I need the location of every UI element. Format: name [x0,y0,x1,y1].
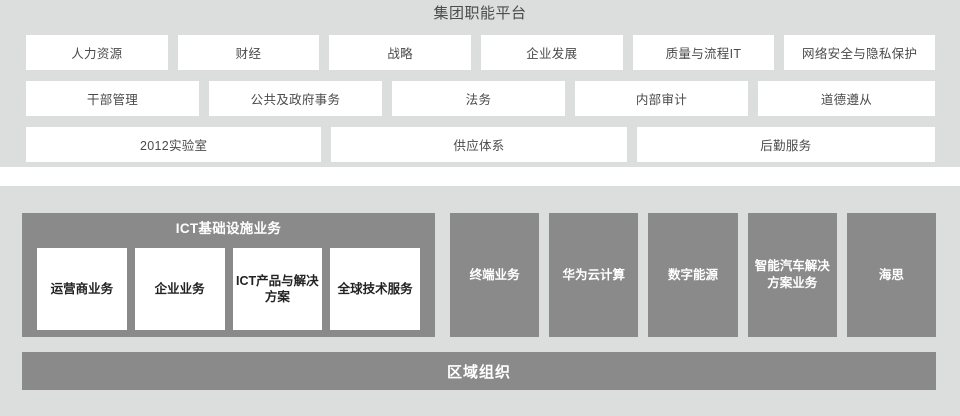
ict-child-global-technical-service[interactable]: 全球技术服务 [330,248,420,330]
business-unit-row: 终端业务 华为云计算 数字能源 智能汽车解决方案业务 海思 [450,213,937,337]
business-unit-hisilicon[interactable]: 海思 [846,213,937,337]
function-box-corporate-development[interactable]: 企业发展 [480,35,623,70]
function-box-legal[interactable]: 法务 [391,81,565,116]
function-box-cyber-security-privacy[interactable]: 网络安全与隐私保护 [784,35,936,70]
function-box-strategy[interactable]: 战略 [329,35,471,70]
business-unit-digital-power[interactable]: 数字能源 [648,213,738,337]
functional-row-1: 人力资源 财经 战略 企业发展 质量与流程IT 网络安全与隐私保护 [26,35,936,70]
ict-child-enterprise-business[interactable]: 企业业务 [134,248,225,330]
functional-row-2: 干部管理 公共及政府事务 法务 内部审计 道德遵从 [26,81,935,116]
function-box-supply-chain[interactable]: 供应体系 [331,127,627,162]
panel-separator [0,167,960,186]
ict-infrastructure-group-title: ICT基础设施业务 [175,221,282,236]
business-unit-huawei-cloud[interactable]: 华为云计算 [549,213,639,337]
ict-infrastructure-group[interactable]: ICT基础设施业务 运营商业务 企业业务 ICT产品与解决方案 全球技术服务 [22,213,435,337]
function-box-cadre-management[interactable]: 干部管理 [26,81,199,116]
function-box-hr[interactable]: 人力资源 [26,35,168,70]
function-box-public-government-affairs[interactable]: 公共及政府事务 [208,81,382,116]
function-box-logistics-services[interactable]: 后勤服务 [636,127,936,162]
regional-organization-bar[interactable]: 区域组织 [22,352,936,390]
function-box-finance[interactable]: 财经 [177,35,320,70]
group-functional-platform-panel: 集团职能平台 人力资源 财经 战略 企业发展 质量与流程IT 网络安全与隐私保护… [0,0,960,167]
function-box-2012-laboratories[interactable]: 2012实验室 [26,127,322,162]
function-box-internal-audit[interactable]: 内部审计 [574,81,748,116]
functional-row-3: 2012实验室 供应体系 后勤服务 [26,127,936,162]
function-box-quality-process-it[interactable]: 质量与流程IT [632,35,775,70]
business-groups-panel: ICT基础设施业务 运营商业务 企业业务 ICT产品与解决方案 全球技术服务 终… [0,186,960,416]
function-box-ethics-compliance[interactable]: 道德遵从 [757,81,935,116]
ict-infrastructure-children: 运营商业务 企业业务 ICT产品与解决方案 全球技术服务 [37,248,420,330]
ict-child-products-solutions[interactable]: ICT产品与解决方案 [232,248,323,330]
ict-child-carrier-business[interactable]: 运营商业务 [37,248,127,330]
business-unit-intelligent-automotive[interactable]: 智能汽车解决方案业务 [747,213,837,337]
group-functional-platform-title: 集团职能平台 [433,5,527,22]
business-unit-consumer[interactable]: 终端业务 [450,213,540,337]
